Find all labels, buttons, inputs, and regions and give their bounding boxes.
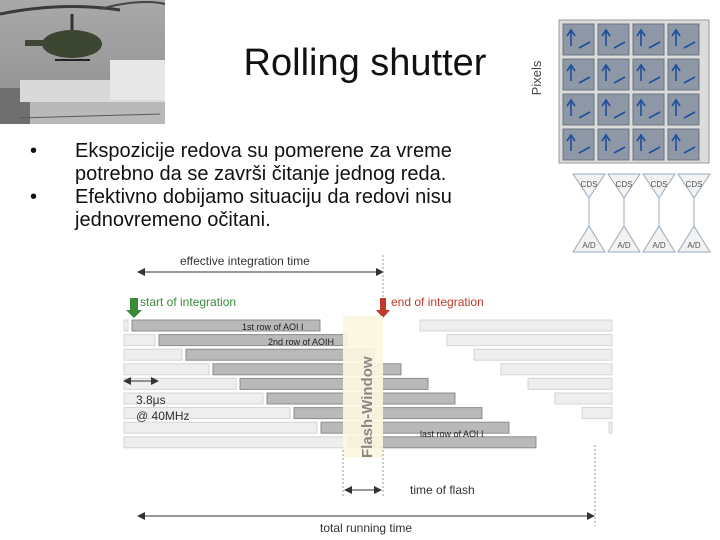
end-of-integration-arrow xyxy=(376,298,390,318)
photodiode-icon xyxy=(601,63,626,84)
photodiode-icon xyxy=(671,98,696,119)
bullet-icon: • xyxy=(30,186,38,208)
photodiode-icon xyxy=(671,28,696,49)
ad-triangle xyxy=(572,225,606,253)
start-of-integration-arrow xyxy=(126,298,142,318)
pixel-cell xyxy=(597,93,630,126)
previous-frame-bar xyxy=(123,392,264,405)
next-frame-bar xyxy=(554,392,613,405)
next-frame-bar xyxy=(608,421,613,434)
photodiode-icon xyxy=(636,28,661,49)
ad-label: A/D xyxy=(687,241,701,250)
row-integration-bar xyxy=(239,377,429,390)
ad-label: A/D xyxy=(617,241,631,250)
time-of-flash-label: time of flash xyxy=(410,483,475,497)
next-frame-bar xyxy=(419,319,613,332)
helicopter-photo xyxy=(0,0,165,124)
bullet-item: • Efektivno dobijamo situaciju da redovi… xyxy=(30,186,530,232)
next-frame-bar xyxy=(446,334,613,347)
photodiode-icon xyxy=(566,63,591,84)
ad-triangle xyxy=(677,225,711,253)
ad-units: A/D A/D A/D A/D xyxy=(572,225,711,253)
previous-frame-bar xyxy=(123,421,318,434)
bullet-list: • Ekspozicije redova su pomerene za vrem… xyxy=(30,140,530,232)
cds-label: CDS xyxy=(686,180,703,189)
next-frame-bar xyxy=(581,407,613,420)
pixel-cell xyxy=(667,93,700,126)
previous-frame-bar xyxy=(123,348,183,361)
pixel-cell xyxy=(597,58,630,91)
photodiode-icon xyxy=(566,28,591,49)
pixel-cell xyxy=(632,23,665,56)
pixel-cell xyxy=(562,128,595,161)
bullet-item: • Ekspozicije redova su pomerene za vrem… xyxy=(30,140,530,186)
photodiode-icon xyxy=(566,98,591,119)
photodiode-icon xyxy=(636,133,661,154)
readout-clock-label: @ 40MHz xyxy=(136,409,190,423)
pixel-cell xyxy=(597,23,630,56)
pixel-cell xyxy=(597,128,630,161)
photodiode-icon xyxy=(671,133,696,154)
ad-triangle xyxy=(642,225,676,253)
pixel-cell xyxy=(562,23,595,56)
photodiode-icon xyxy=(601,98,626,119)
photodiode-icon xyxy=(636,98,661,119)
pixels-label: Pixels xyxy=(529,60,544,95)
pixel-cell xyxy=(667,58,700,91)
flash-window xyxy=(343,316,383,458)
pixel-cell xyxy=(632,128,665,161)
pixel-cell xyxy=(667,128,700,161)
row-integration-bar xyxy=(320,421,510,434)
photodiode-icon xyxy=(601,28,626,49)
previous-frame-bar xyxy=(123,407,291,420)
first-row-label: 1st row of AOI I xyxy=(242,322,304,332)
ad-label: A/D xyxy=(652,241,666,250)
readout-time-label: 3.8μs xyxy=(136,393,166,407)
slide-title: Rolling shutter xyxy=(243,42,487,84)
previous-frame-bar xyxy=(123,334,156,347)
bullet-text: Ekspozicije redova su pomerene za vreme … xyxy=(75,140,452,185)
pixel-cell xyxy=(562,93,595,126)
ad-triangle xyxy=(607,225,641,253)
pixel-cell xyxy=(562,58,595,91)
row-integration-bar xyxy=(131,319,321,332)
sensor-readout-diagram: Pixels CDS CDS CDS CDS A/D A/D A/D A/D xyxy=(529,19,711,253)
cds-units: CDS CDS CDS CDS xyxy=(572,173,711,199)
pixel-cell xyxy=(667,23,700,56)
previous-frame-bar xyxy=(123,377,237,390)
pixel-cells xyxy=(562,23,700,161)
next-frame-bar xyxy=(473,348,613,361)
previous-frame-bar xyxy=(123,436,345,449)
photodiode-icon xyxy=(636,63,661,84)
bullet-text: Efektivno dobijamo situaciju da redovi n… xyxy=(75,186,452,231)
cds-label: CDS xyxy=(581,180,598,189)
next-frame-bar xyxy=(527,377,613,390)
bullet-icon: • xyxy=(30,140,38,162)
last-row-label: last row of AOI I xyxy=(420,429,484,439)
flash-window-label: Flash-Window xyxy=(359,356,376,458)
photodiode-icon xyxy=(566,133,591,154)
row-integration-bar xyxy=(293,407,483,420)
cds-triangle xyxy=(572,173,606,199)
pixel-cell xyxy=(632,58,665,91)
cds-triangle xyxy=(642,173,676,199)
row-integration-bar xyxy=(212,363,402,376)
photodiode-icon xyxy=(671,63,696,84)
second-row-label: 2nd row of AOIH xyxy=(268,337,334,347)
cds-triangle xyxy=(677,173,711,199)
effective-integration-time-label: effective integration time xyxy=(180,254,310,268)
photodiode-icon xyxy=(601,133,626,154)
cds-triangle xyxy=(607,173,641,199)
previous-frame-bar xyxy=(123,319,129,332)
previous-frame-bar xyxy=(123,363,210,376)
ad-label: A/D xyxy=(582,241,596,250)
cds-label: CDS xyxy=(651,180,668,189)
total-running-time-label: total running time xyxy=(320,521,412,535)
rolling-shutter-timing-diagram: effective integration time start of inte… xyxy=(123,254,613,535)
pixel-cell xyxy=(632,93,665,126)
next-frame-bar xyxy=(500,363,613,376)
cds-label: CDS xyxy=(616,180,633,189)
start-of-integration-label: start of integration xyxy=(140,295,236,309)
end-of-integration-label: end of integration xyxy=(391,295,484,309)
